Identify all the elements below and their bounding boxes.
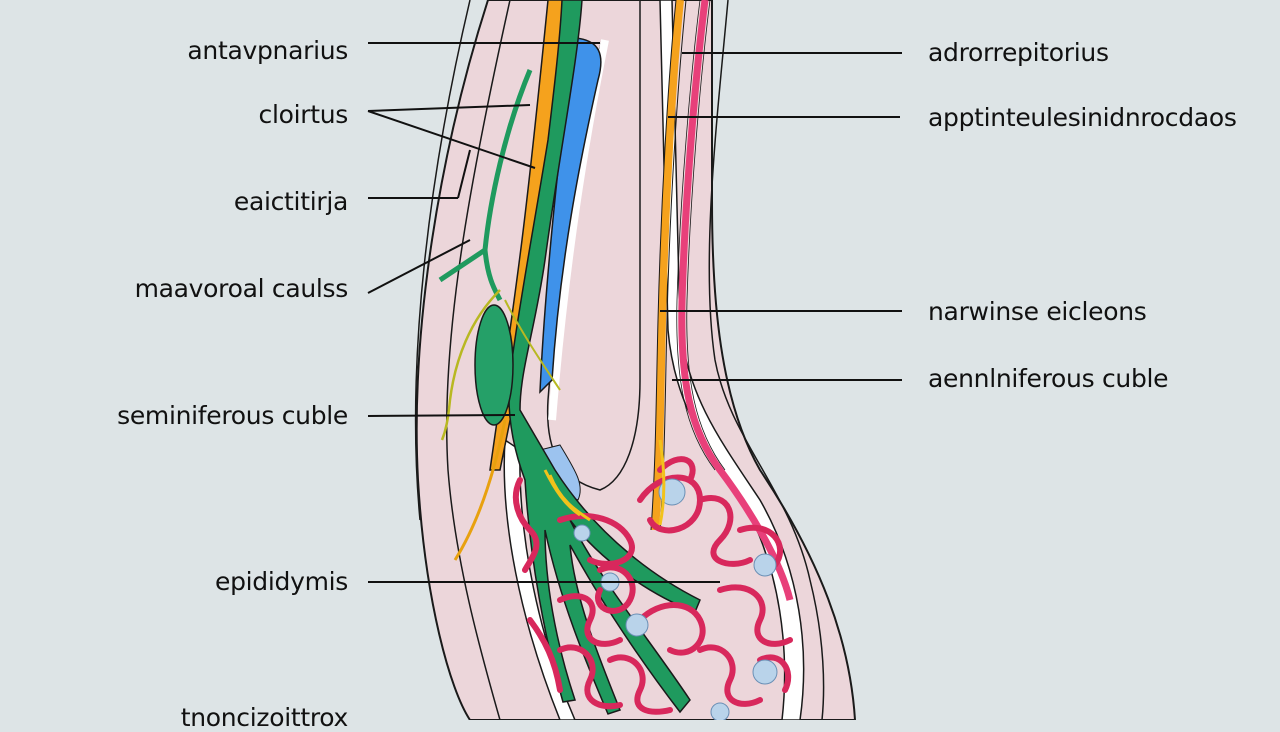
orange-branch: [453, 419, 507, 561]
yellow-green-strand: [440, 289, 501, 441]
right-pink-vessel-outline: [676, 0, 726, 471]
label-eaictitirja: eaictitirja: [233, 187, 348, 216]
leader-lines-right: [660, 52, 902, 381]
label-antavonarius: antavpnarius: [187, 36, 348, 65]
seminiferous-tubules: [512, 456, 793, 715]
leader-lines-left: [367, 42, 720, 583]
label-cloirtus: cloirtus: [258, 100, 349, 129]
epididymis-head: [474, 304, 514, 426]
label-seminiferous-cuble: seminiferous cuble: [117, 401, 348, 430]
label-apptinteulesinidnrocdaos: apptinteulesinidnrocdaos: [928, 103, 1237, 132]
label-adrorrepitorius: adrorrepitorius: [928, 38, 1109, 67]
tubule-cells: [573, 478, 778, 720]
label-epididymis: epididymis: [215, 567, 348, 596]
inner-contour-right: [708, 0, 825, 720]
yellow-green-strand-2: [504, 299, 561, 391]
label-aennlniferous-cuble: aennlniferous cuble: [928, 364, 1169, 393]
yellow-fibers: [543, 439, 666, 526]
label-tnoncizeittrox: tnoncizoittrox: [180, 703, 349, 732]
blue-lumen-lower: [539, 444, 581, 501]
right-orange-vessel: [651, 0, 684, 531]
inner-contour-left-2: [445, 0, 511, 720]
testis-capsule-white: [503, 0, 805, 720]
label-narwinse-eicleons: narwinse eicleons: [928, 297, 1147, 326]
label-maavorcal-caulss: maavoroal caulss: [134, 274, 349, 303]
green-thin-vessel: [438, 69, 533, 302]
